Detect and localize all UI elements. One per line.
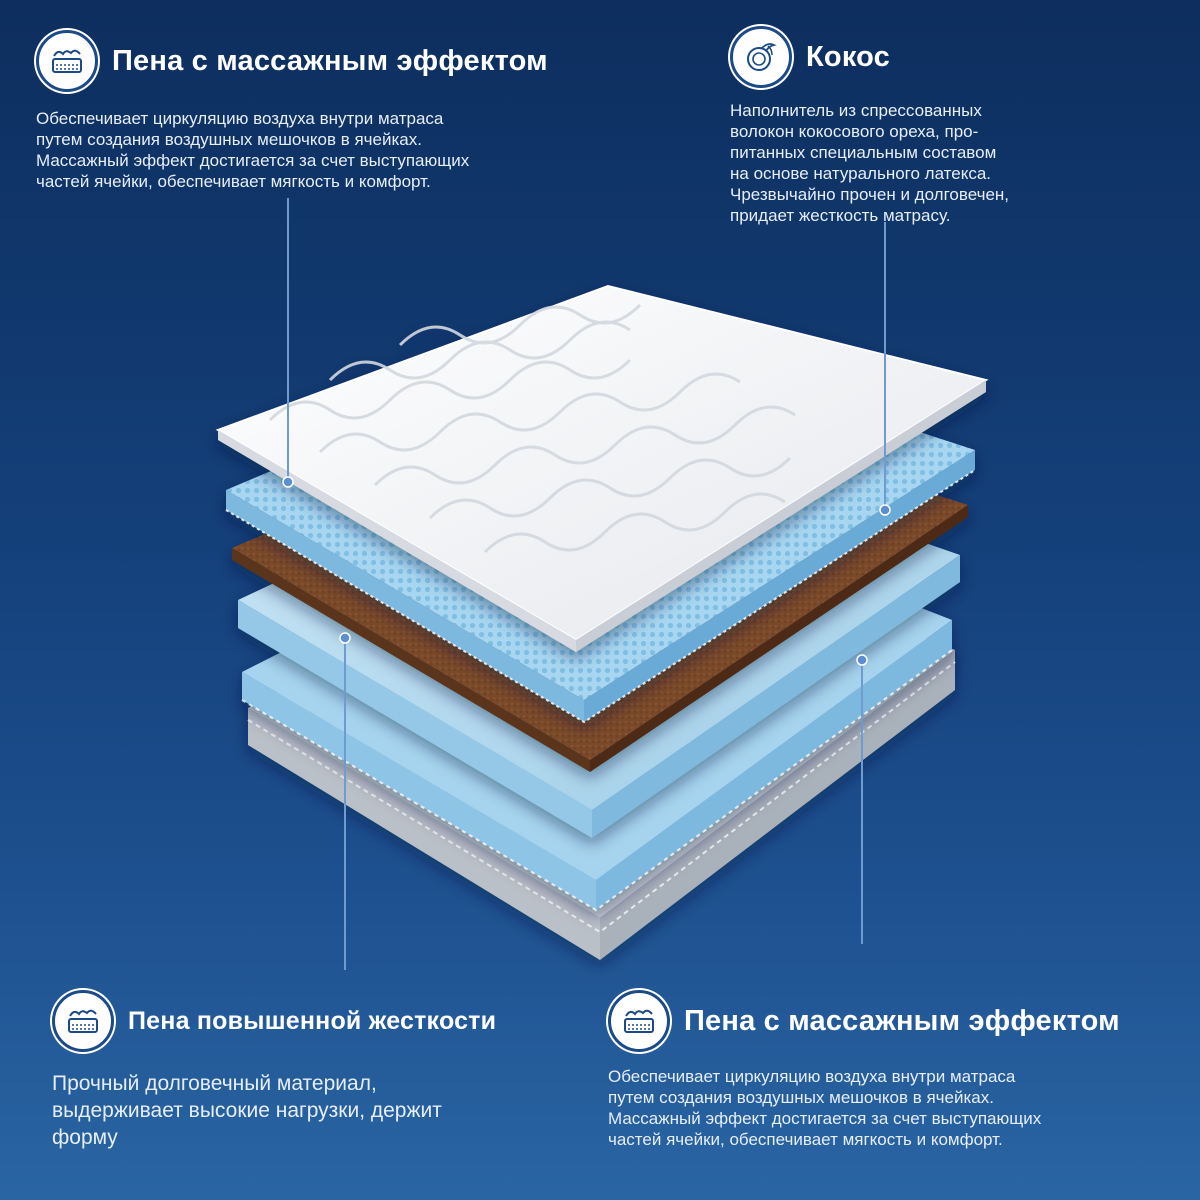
description-line: Массажный эффект достигается за счет выс… <box>36 151 470 170</box>
description-line: питанных специальным составом <box>730 143 997 162</box>
leader-dot-firm-foam <box>339 632 351 644</box>
feature-description: Прочный долговечный материал, выдерживае… <box>52 1070 496 1151</box>
description-line: выдерживает высокие нагрузки, держит <box>52 1099 442 1122</box>
mattress-foam-icon <box>52 990 114 1052</box>
description-line: Чрезвычайно прочен и долговечен, <box>730 185 1010 204</box>
feature-firm-foam: Пена повышенной жесткости Прочный долгов… <box>52 990 496 1151</box>
description-line: Прочный долговечный материал, <box>52 1072 377 1095</box>
feature-title: Пена повышенной жесткости <box>128 1006 497 1035</box>
description-line: частей ячейки, обеспечивает мягкость и к… <box>608 1130 1003 1149</box>
leader-dot-bottom-massage <box>856 654 868 666</box>
description-line: волокон кокосового ореха, про- <box>730 122 979 141</box>
feature-description: Обеспечивает циркуляцию воздуха внутри м… <box>36 108 548 192</box>
description-line: Массажный эффект достигается за счет выс… <box>608 1109 1042 1128</box>
description-line: путем создания воздушных мешочков в ячей… <box>36 130 422 149</box>
feature-massage-foam-top: Пена с массажным эффектом Обеспечивает ц… <box>36 30 548 192</box>
description-line: форму <box>52 1126 118 1149</box>
coconut-icon <box>730 26 792 88</box>
feature-header: Кокос <box>730 26 1009 88</box>
description-line: придает жесткость матрасу. <box>730 206 951 225</box>
feature-description: Обеспечивает циркуляцию воздуха внутри м… <box>608 1066 1120 1150</box>
description-line: Обеспечивает циркуляцию воздуха внутри м… <box>608 1067 1016 1086</box>
feature-header: Пена повышенной жесткости <box>52 990 496 1052</box>
description-line: частей ячейки, обеспечивает мягкость и к… <box>36 172 431 191</box>
description-line: на основе натурального латекса. <box>730 164 992 183</box>
leader-lines <box>287 198 886 970</box>
mattress-foam-icon <box>36 30 98 92</box>
quilted-cover-layer <box>215 284 989 652</box>
leader-dot-coconut <box>879 504 891 516</box>
feature-description: Наполнитель из спрессованных волокон кок… <box>730 100 1009 226</box>
description-line: путем создания воздушных мешочков в ячей… <box>608 1088 994 1107</box>
feature-title: Пена с массажным эффектом <box>684 1004 1120 1037</box>
description-line: Наполнитель из спрессованных <box>730 101 982 120</box>
mattress-foam-icon <box>608 990 670 1052</box>
leader-dot-top-massage <box>282 476 294 488</box>
feature-massage-foam-bottom: Пена с массажным эффектом Обеспечивает ц… <box>608 990 1120 1150</box>
feature-header: Пена с массажным эффектом <box>608 990 1120 1052</box>
feature-header: Пена с массажным эффектом <box>36 30 548 92</box>
feature-title: Кокос <box>806 40 891 73</box>
feature-title: Пена с массажным эффектом <box>112 44 548 77</box>
feature-coconut: Кокос Наполнитель из спрессованных волок… <box>730 26 1009 226</box>
description-line: Обеспечивает циркуляцию воздуха внутри м… <box>36 109 444 128</box>
